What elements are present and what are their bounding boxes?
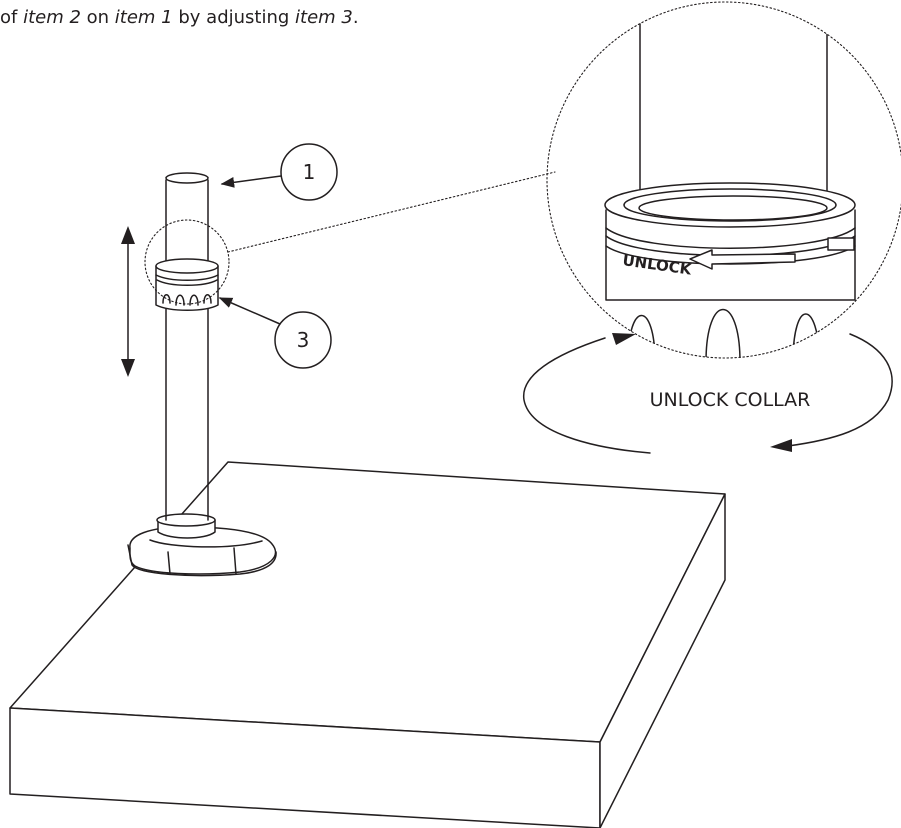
column-item-1 (165, 172, 209, 521)
item-1-reference: item 1 (114, 7, 173, 28)
height-adjust-arrow (121, 226, 135, 377)
callout-1[interactable]: 1 (220, 143, 338, 201)
instruction-part-1: of (0, 7, 24, 28)
desk-block (9, 461, 726, 828)
item-3-reference: item 3 (295, 7, 353, 28)
instruction-part-3: by adjusting (172, 7, 296, 28)
base-foot (127, 513, 277, 577)
callout-3[interactable]: 3 (218, 297, 332, 369)
instruction-text: of item 2 on item 1 by adjusting item 3. (0, 6, 640, 30)
detail-circle (546, 1, 901, 359)
instruction-part-4: . (352, 7, 359, 28)
magnifier-source-circle (144, 219, 230, 305)
callout-1-number: 1 (303, 160, 316, 184)
unlock-collar-label: UNLOCK COLLAR (650, 389, 811, 411)
item-2-reference: item 2 (23, 7, 81, 28)
callout-3-number: 3 (297, 328, 310, 352)
unlock-rotation-arrow (523, 333, 893, 454)
instruction-part-2: on (80, 7, 115, 28)
magnifier-leader-line (227, 171, 556, 253)
collar-item-3 (155, 258, 219, 311)
detail-view: UNLOCK (546, 1, 901, 359)
